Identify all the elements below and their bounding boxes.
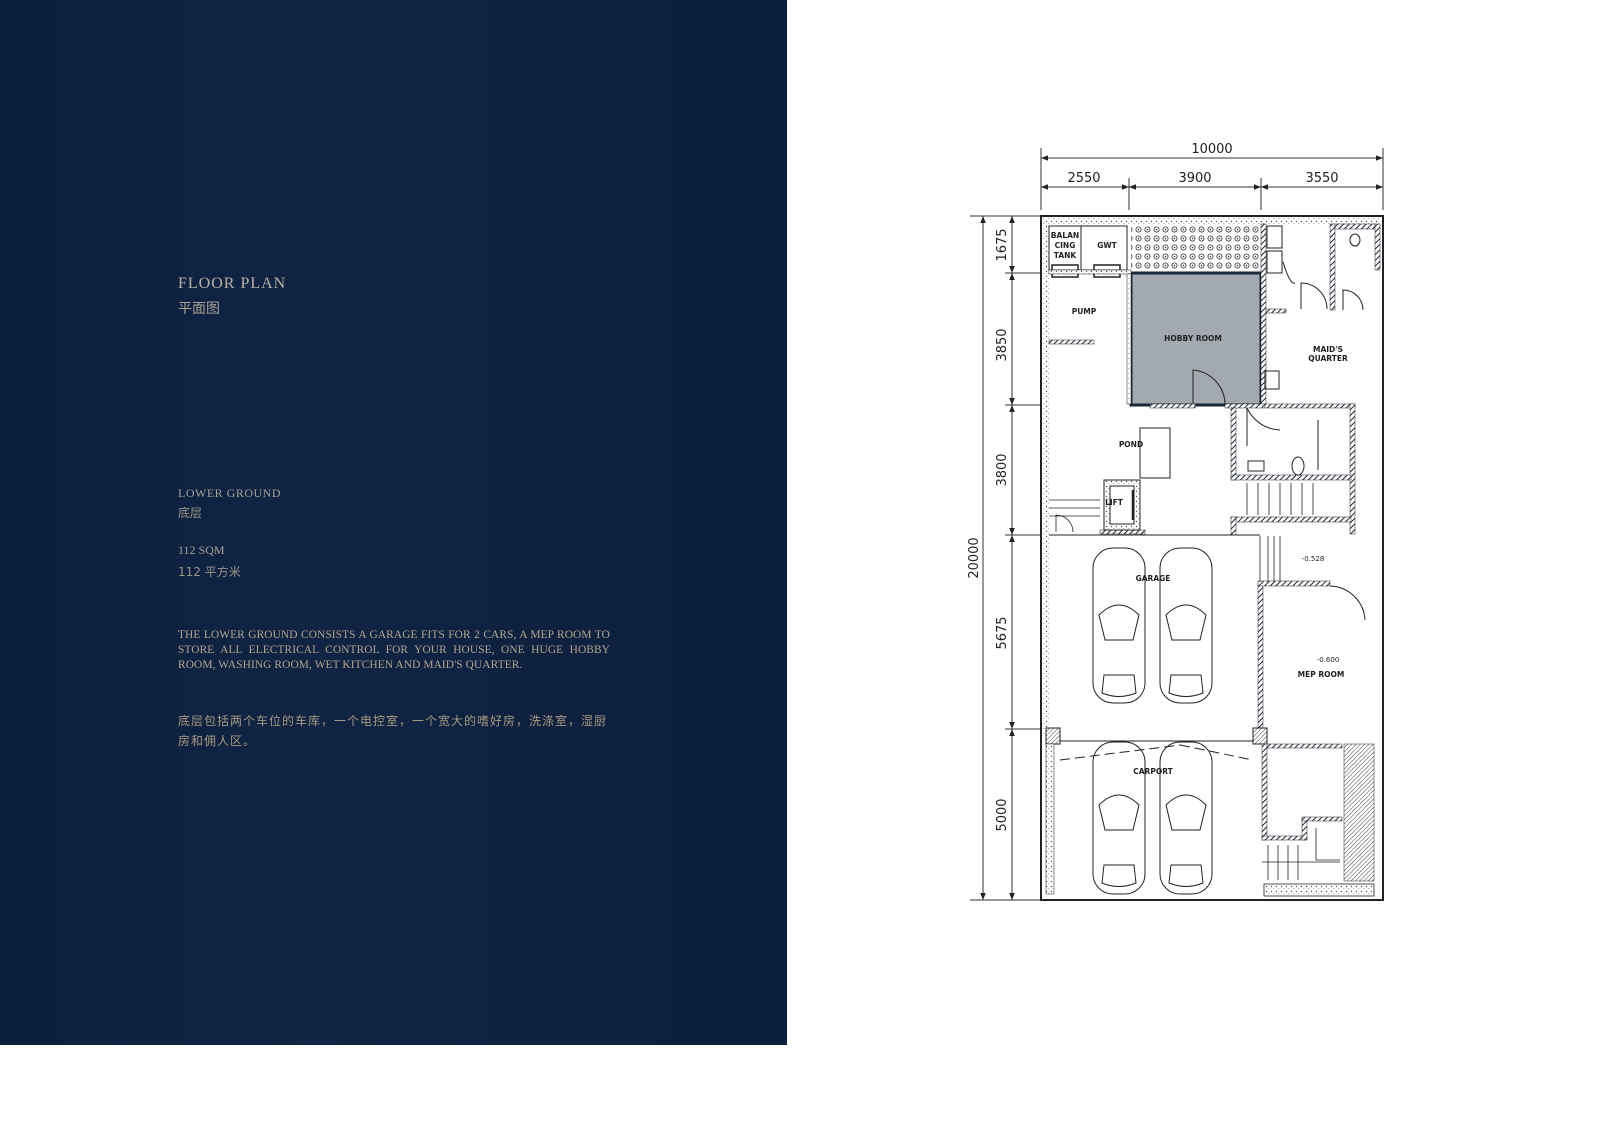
dim-depth-5: 5000: [995, 798, 1010, 831]
section-title: FLOOR PLAN: [178, 275, 287, 292]
hobby-room-area: [1129, 271, 1263, 407]
hobby-room-door-icon: [1192, 369, 1226, 406]
mep-door-icon: [1329, 585, 1366, 621]
planter-area: [1131, 224, 1261, 270]
mep-wall-top: [1257, 580, 1331, 587]
dim-overall-width: 10000: [1191, 142, 1232, 157]
label-maids-quarter-1: MAID'S: [1313, 345, 1343, 354]
wall-under-tanks: [1048, 269, 1132, 275]
left-dimension-lines: [970, 215, 1040, 901]
description: THE LOWER GROUND CONSISTS A GARAGE FITS …: [178, 629, 610, 671]
floor-area-cn: 112 平方米: [178, 565, 241, 579]
level-stair-landing: -0.528: [1302, 555, 1325, 563]
dim-depth-3: 3800: [995, 453, 1010, 486]
label-balancing-tank-2: CING: [1055, 241, 1076, 250]
dark-info-panel: [0, 0, 787, 1045]
pond-outline: [1139, 427, 1171, 479]
label-balancing-tank-3: TANK: [1054, 251, 1078, 260]
level-name-cn: 底层: [178, 506, 203, 520]
label-maids-quarter-2: QUARTER: [1308, 354, 1348, 363]
service-block-walls: [1261, 743, 1343, 841]
label-lift: LIFT: [1105, 498, 1124, 507]
label-carport: CARPORT: [1133, 767, 1173, 776]
bottom-stairs: [1262, 828, 1340, 880]
section-title-cn: 平面图: [178, 301, 220, 317]
boundary-wall-top: [1043, 218, 1381, 224]
label-gwt: GWT: [1097, 241, 1117, 250]
dim-width-3: 3550: [1305, 171, 1338, 186]
garage-car-right: [1159, 547, 1213, 704]
description-cn: 底层包括两个车位的车库，一个电控室，一个宽大的嗜好房，洗涤室，湿厨房和佣人区。: [178, 714, 608, 748]
top-dimension-lines: [1040, 148, 1384, 210]
bath-fixtures: [1264, 225, 1364, 390]
bottom-drain: [1263, 883, 1375, 897]
core-walls: [1099, 403, 1356, 536]
planter-right: [1343, 743, 1375, 882]
dim-width-2: 3900: [1178, 171, 1211, 186]
level-name: LOWER GROUND: [178, 486, 281, 500]
dim-width-1: 2550: [1067, 171, 1100, 186]
dim-depth-1: 1675: [995, 228, 1010, 261]
dim-depth-4: 5675: [995, 616, 1010, 649]
level-mep-room: -0.600: [1317, 656, 1340, 664]
carport-side-strip: [1045, 743, 1055, 895]
internal-stairs: [1246, 483, 1314, 515]
dim-depth-2: 3850: [995, 328, 1010, 361]
mep-wall-left: [1257, 582, 1264, 734]
pump-right-wall: [1126, 273, 1132, 405]
label-pump: PUMP: [1072, 307, 1097, 316]
garage-car-left: [1092, 547, 1146, 704]
label-pond: POND: [1119, 440, 1143, 449]
pump-wall: [1048, 339, 1095, 345]
toilet-fixtures: [1247, 420, 1319, 476]
floor-area: 112 SQM: [178, 543, 225, 557]
carport-beam: [1045, 727, 1268, 761]
label-hobby-room: HOBBY ROOM: [1164, 334, 1222, 343]
toilet-door-icon: [1246, 407, 1281, 446]
boundary-wall-left: [1043, 218, 1049, 738]
label-mep-room: MEP ROOM: [1298, 670, 1345, 679]
label-balancing-tank-1: BALAN: [1051, 231, 1079, 240]
landing-steps: [1259, 536, 1281, 582]
carport-car-right: [1159, 741, 1213, 895]
floor-plan: 10000 2550 3900 3550 20000 1675 3850 380…: [967, 142, 1384, 901]
carport-car-left: [1092, 741, 1146, 895]
dim-overall-depth: 20000: [967, 537, 982, 578]
side-stairs: [1049, 499, 1100, 533]
label-garage: GARAGE: [1136, 574, 1171, 583]
lift-car: [1109, 485, 1135, 525]
